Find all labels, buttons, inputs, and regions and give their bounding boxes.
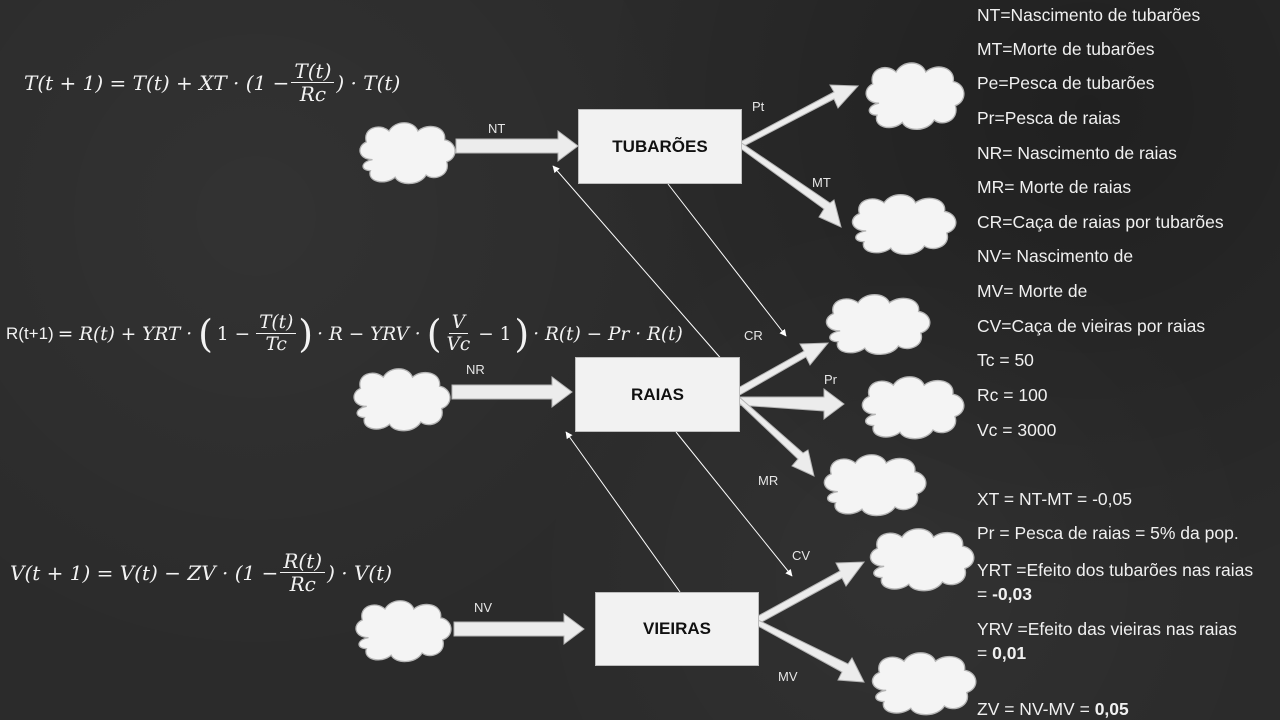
equation-vieiras-numerator: R(t) (280, 550, 326, 573)
info-arrow-tubaroes-to-cr (667, 183, 787, 337)
equation-tubaroes-lhs: T(t + 1) = T(t) + XT · (1 − (24, 71, 290, 95)
flow-label-pr: Pr (824, 372, 837, 387)
equation-raias: R(t+1) = R(t) + YRT · ( 1 − T(t) Tc ) · … (6, 304, 683, 364)
arrow-mr (737, 394, 815, 477)
flow-label-nr: NR (466, 362, 485, 377)
sink-cloud-cr (825, 294, 931, 356)
equation-raias-paren-close-1: ) (298, 312, 314, 356)
source-cloud-vieiras (355, 600, 452, 663)
equation-tubaroes-fraction: T(t) Rc (291, 60, 335, 106)
legend-mr: MR= Morte de raias (977, 177, 1132, 197)
info-arrow-raias-to-cv (675, 431, 793, 577)
sink-cloud-mt (851, 194, 957, 256)
legend-pr: Pr=Pesca de raias (977, 108, 1121, 128)
legend-nv: NV= Nascimento de (977, 246, 1134, 266)
legend-yrv-eq: = (977, 643, 993, 663)
stock-box-tubaroes: TUBARÕES (578, 109, 742, 184)
equation-raias-one-1: 1 − (216, 323, 251, 345)
flow-label-pt: Pt (752, 99, 765, 114)
legend-yrv: YRV =Efeito das vieiras nas raias = 0,01 (977, 617, 1237, 665)
sink-cloud-pr (861, 376, 965, 440)
arrow-nr (451, 376, 573, 408)
arrow-mt (739, 141, 842, 228)
legend-vc: Vc = 3000 (977, 420, 1057, 440)
legend-yrv-text: YRV =Efeito das vieiras nas raias (977, 619, 1237, 639)
legend-pe: Pe=Pesca de tubarões (977, 73, 1155, 93)
flow-label-cv: CV (792, 548, 811, 563)
legend-mv: MV= Morte de (977, 281, 1088, 301)
legend-yrt-value-line: = -0,03 (977, 582, 1253, 606)
legend-pop: Pr = Pesca de raias = 5% da pop. (977, 523, 1239, 543)
legend-nt: NT=Nascimento de tubarões (977, 5, 1201, 25)
equation-vieiras-fraction: R(t) Rc (280, 550, 326, 596)
stock-box-vieiras: VIEIRAS (595, 592, 759, 666)
sink-cloud-mv (871, 652, 977, 716)
equation-raias-numerator-2: V (448, 312, 469, 335)
arrow-mv (757, 619, 865, 683)
flow-label-mr: MR (758, 473, 779, 488)
info-arrow-vieiras-to-raias (565, 431, 681, 593)
flow-label-nv: NV (474, 600, 493, 615)
legend-yrt-eq: = (977, 584, 993, 604)
equation-raias-denominator-2: Vc (446, 334, 471, 356)
equation-vieiras-lhs: V(t + 1) = V(t) − ZV · (1 − (10, 561, 279, 585)
arrow-pr (737, 388, 845, 420)
stock-box-raias: RAIAS (575, 357, 740, 432)
equation-tubaroes-tail: ) · T(t) (336, 71, 401, 95)
equation-raias-paren-close-2: ) (514, 312, 530, 356)
equation-raias-numerator-1: T(t) (256, 312, 297, 335)
legend-cr: CR=Caça de raias por tubarões (977, 212, 1224, 232)
arrow-nv (453, 613, 585, 645)
legend-rc: Rc = 100 (977, 385, 1048, 405)
legend-zv: ZV = NV-MV = 0,05 (977, 699, 1129, 720)
sink-cloud-mr (823, 454, 927, 517)
equation-tubaroes-numerator: T(t) (291, 60, 335, 83)
equation-raias-one-2: − 1 (478, 323, 512, 345)
arrow-pt (739, 84, 860, 149)
equation-raias-fraction-1: T(t) Tc (256, 312, 297, 356)
equation-vieiras: V(t + 1) = V(t) − ZV · (1 − R(t) Rc ) · … (10, 542, 392, 604)
sink-cloud-cv (869, 528, 975, 592)
legend-mt: MT=Morte de tubarões (977, 39, 1155, 59)
equation-raias-paren-open-2: ( (426, 312, 442, 356)
legend-yrv-value-line: = 0,01 (977, 641, 1237, 665)
equation-vieiras-denominator: Rc (289, 572, 316, 596)
sink-cloud-pt (865, 62, 965, 131)
info-arrow-raias-to-tubaroes (552, 165, 725, 363)
equation-vieiras-tail: ) · V(t) (327, 561, 393, 585)
equation-raias-prefix: R(t+1) (6, 324, 54, 343)
stock-label-tubaroes: TUBARÕES (612, 136, 708, 156)
legend-nr: NR= Nascimento de raias (977, 143, 1177, 163)
legend-zv-value: 0,05 (1094, 699, 1129, 719)
flow-label-mt: MT (812, 175, 831, 190)
flow-label-mv: MV (778, 669, 798, 684)
legend-zv-text: ZV = NV-MV = (977, 699, 1095, 719)
arrow-cr-out (737, 342, 830, 397)
source-cloud-raias (353, 368, 451, 432)
legend-yrt-text: YRT =Efeito dos tubarões nas raias (977, 560, 1254, 580)
equation-raias-paren-open-1: ( (198, 312, 213, 356)
legend-yrt: YRT =Efeito dos tubarões nas raias = -0,… (977, 558, 1253, 606)
arrow-cv-out (757, 561, 866, 625)
equation-raias-denominator-1: Tc (265, 334, 287, 356)
flow-label-nt: NT (488, 121, 506, 136)
legend-yrt-value: -0,03 (992, 584, 1032, 604)
legend-cv: CV=Caça de vieiras por raias (977, 316, 1206, 336)
legend-yrv-value: 0,01 (992, 643, 1027, 663)
equation-raias-fraction-2: V Vc (444, 312, 474, 356)
arrow-nt (455, 130, 579, 162)
legend-tc: Tc = 50 (977, 350, 1034, 370)
flow-label-cr: CR (744, 328, 763, 343)
equation-raias-part3: · R(t) − Pr · R(t) (533, 323, 683, 345)
equation-tubaroes: T(t + 1) = T(t) + XT · (1 − T(t) Rc ) · … (24, 52, 400, 114)
stock-label-vieiras: VIEIRAS (642, 619, 712, 638)
source-cloud-tubaroes (359, 122, 456, 185)
equation-raias-part1: = R(t) + YRT · (57, 323, 193, 345)
equation-raias-part2: · R − YRV · (317, 323, 421, 345)
legend-xt: XT = NT-MT = -0,05 (977, 489, 1132, 509)
equation-tubaroes-denominator: Rc (299, 82, 327, 106)
stock-label-raias: RAIAS (631, 384, 684, 404)
